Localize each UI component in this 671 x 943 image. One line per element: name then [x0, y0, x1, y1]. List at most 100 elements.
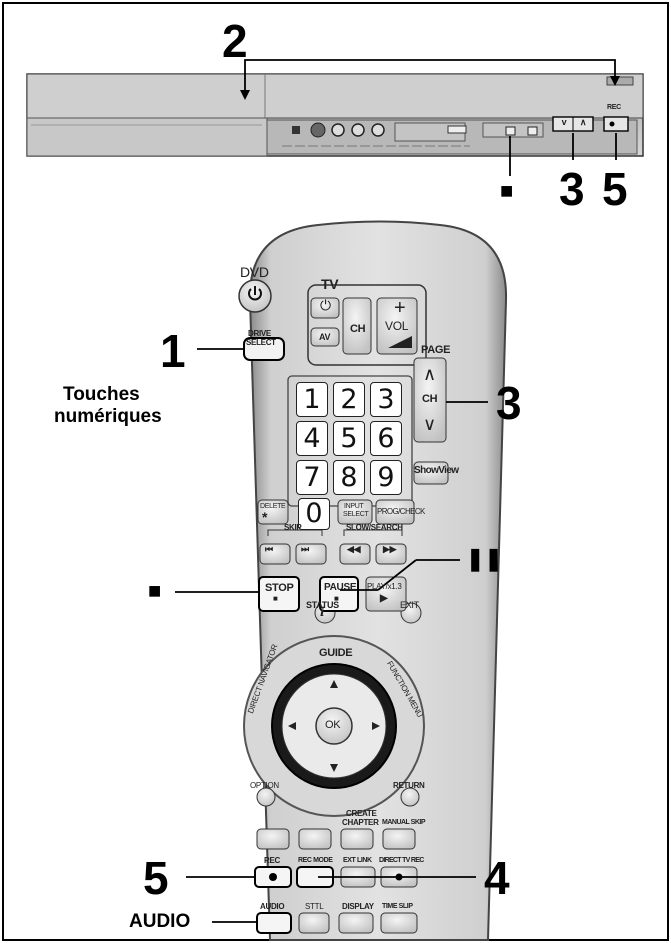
input-select-label-1: INPUT	[344, 503, 364, 510]
label-pause: ❚❚	[466, 546, 503, 571]
ext-link-label: EXT LINK	[343, 857, 372, 864]
showview-button	[413, 461, 449, 485]
number-key-0[interactable]: 0	[298, 498, 330, 530]
display-button	[338, 912, 374, 934]
label-3-front: 3	[559, 163, 585, 215]
slow-forward-button	[375, 543, 407, 565]
input-select-label-2: SELECT	[343, 511, 369, 518]
rec-mode-label: REC MODE	[298, 857, 333, 864]
front-stop-button	[505, 126, 516, 136]
number-key-9[interactable]: 9	[370, 460, 402, 495]
status-label: STATUS	[306, 600, 339, 610]
pause-square-icon: ■	[334, 594, 339, 603]
label-3-remote: 3	[496, 377, 522, 429]
front-ch-up[interactable]: ∧	[579, 117, 587, 127]
info-icon: i	[320, 605, 325, 619]
blank-button-2	[298, 828, 332, 850]
tv-power-button	[310, 297, 340, 319]
dvd-power-button	[238, 279, 272, 313]
play-button	[365, 576, 407, 612]
create-chapter-label-2: CHAPTER	[342, 818, 379, 827]
manual-skip-button	[382, 828, 416, 850]
drive-select-label-1: DRIVE	[248, 329, 271, 338]
play-label: PLAY/x1.3	[367, 582, 402, 591]
label-numeric-keys-1: Touches	[63, 384, 140, 405]
drive-select-label-2: SELECT	[246, 338, 276, 347]
skip-back-icon: ⏮	[265, 544, 273, 554]
front-rec-label: REC	[607, 104, 621, 111]
option-button	[256, 787, 276, 807]
number-key-2[interactable]: 2	[333, 382, 365, 417]
skip-back-button	[259, 543, 291, 565]
tv-power-icon: ⏻	[320, 297, 331, 313]
audio-label: AUDIO	[260, 902, 285, 911]
front-play-button	[527, 126, 538, 136]
display-label: DISPLAY	[342, 902, 374, 911]
tv-ch-label: CH	[350, 323, 366, 335]
label-1: 1	[160, 325, 186, 377]
label-stop-front: ■	[500, 178, 514, 203]
front-rec-box	[603, 116, 629, 132]
exit-label: EXIT	[400, 600, 419, 610]
slow-search-label: SLOW/SEARCH	[346, 523, 403, 532]
tv-ch-button	[342, 297, 372, 355]
delete-label: DELETE	[260, 503, 286, 510]
tv-vol-label: VOL	[385, 319, 409, 333]
vol-plus-icon: +	[394, 297, 406, 319]
prog-check-label: PROG/CHECK	[377, 507, 425, 516]
skip-forward-icon: ⏭	[301, 544, 309, 554]
rewind-icon: ◀◀	[347, 544, 361, 554]
page-ch-button	[413, 357, 447, 443]
number-key-3[interactable]: 3	[370, 382, 402, 417]
create-chapter-label-1: CREATE	[346, 809, 377, 818]
number-key-4[interactable]: 4	[296, 421, 328, 456]
option-label: OPTION	[250, 781, 279, 790]
number-key-5[interactable]: 5	[333, 421, 365, 456]
stop-label: STOP	[265, 582, 294, 594]
page-down-icon: ∨	[423, 414, 436, 434]
delete-button	[257, 499, 289, 525]
input-select-button	[337, 499, 373, 525]
sttl-button	[298, 912, 330, 934]
label-5-remote: 5	[143, 852, 169, 904]
number-key-6[interactable]: 6	[370, 421, 402, 456]
front-ch-down[interactable]: v	[561, 117, 567, 127]
fast-forward-icon: ▶▶	[383, 544, 397, 554]
stop-square-icon: ■	[273, 594, 278, 603]
page-up-icon: ∧	[423, 364, 436, 384]
tv-av-label: AV	[319, 332, 331, 342]
time-slip-label: TIME SLIP	[382, 903, 413, 910]
number-key-8[interactable]: 8	[333, 460, 365, 495]
remote-pause-button	[319, 576, 359, 612]
rec-label: REC	[264, 856, 280, 865]
power-button	[606, 76, 634, 86]
manual-skip-label: MANUAL SKIP	[382, 819, 425, 826]
remote-audio-button	[256, 912, 292, 934]
time-slip-button	[380, 912, 418, 934]
callout-2-bracket	[244, 59, 616, 92]
ok-label[interactable]: OK	[325, 719, 341, 731]
guide-label: GUIDE	[319, 647, 353, 659]
prog-check-button	[375, 499, 415, 525]
page-label: PAGE	[421, 344, 451, 356]
remote-dvd-label: DVD	[240, 264, 269, 280]
pause-label: PAUSE	[324, 582, 357, 593]
blank-button-1	[256, 828, 290, 850]
label-4: 4	[484, 852, 510, 904]
dvd-recorder-front-panel	[26, 73, 644, 157]
tv-av-button	[310, 327, 340, 347]
return-label: RETURN	[393, 781, 425, 790]
skip-label: SKIP	[284, 523, 302, 532]
number-key-7[interactable]: 7	[296, 460, 328, 495]
disc-tray	[26, 73, 644, 119]
label-2: 2	[222, 15, 248, 67]
sttl-label: STTL	[305, 902, 324, 911]
return-button	[400, 787, 420, 807]
create-chapter-button	[340, 828, 374, 850]
number-key-1[interactable]: 1	[296, 382, 328, 417]
remote-stop-button	[258, 576, 300, 612]
delete-star-icon: *	[262, 509, 268, 525]
label-audio: AUDIO	[129, 911, 191, 932]
page-ch-label: CH	[422, 393, 438, 405]
